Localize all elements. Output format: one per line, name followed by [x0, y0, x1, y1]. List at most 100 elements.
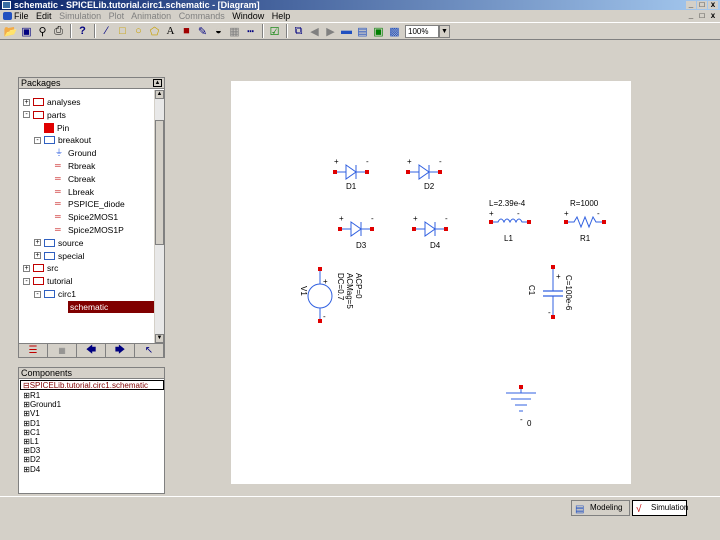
fill-color-icon[interactable]: ■ — [183, 25, 190, 37]
home-arrow-icon[interactable]: ↖ — [135, 344, 164, 357]
fit-icon[interactable]: ▬ — [341, 25, 352, 37]
tree-item[interactable]: -tutorial — [23, 275, 73, 287]
menu-animation[interactable]: Animation — [131, 11, 172, 21]
tree-item[interactable]: +source — [34, 237, 84, 249]
help-icon[interactable]: ? — [79, 25, 86, 37]
print-icon[interactable]: ⎙ — [54, 24, 63, 37]
expand-icon[interactable]: + — [34, 239, 41, 247]
diode-d4[interactable]: + - D4 — [411, 214, 449, 250]
tree-item[interactable]: -breakout — [34, 134, 91, 146]
tree-item[interactable]: ⏚Ground — [45, 147, 96, 159]
tree-view-icon[interactable]: ☰ — [19, 344, 48, 357]
tree-item[interactable]: ═PSPICE_diode — [45, 198, 125, 210]
svg-text:D3: D3 — [356, 241, 367, 250]
open-icon[interactable]: 📂 — [3, 25, 18, 38]
collapse-icon[interactable]: - — [34, 290, 41, 298]
close-button[interactable]: x — [708, 1, 718, 9]
doc-close-button[interactable]: x — [708, 12, 718, 20]
polygon-icon[interactable]: ⬠ — [149, 25, 160, 38]
component-item[interactable]: ⊞D1 — [21, 418, 41, 428]
tree-item[interactable]: +analyses — [23, 96, 81, 108]
component-item[interactable]: ⊞V1 — [21, 409, 40, 419]
doc-minimize-button[interactable]: _ — [686, 12, 696, 20]
expand-icon[interactable]: + — [23, 264, 30, 272]
info-icon[interactable]: ▣ — [373, 25, 384, 38]
grid-icon[interactable]: ▦ — [229, 25, 240, 38]
panel-icon[interactable]: ▩ — [389, 25, 400, 38]
text-icon[interactable]: A — [166, 25, 175, 37]
menu-help[interactable]: Help — [271, 11, 291, 21]
check-icon[interactable]: ☑ — [269, 25, 280, 38]
simulation-tab[interactable]: √ Simulation — [632, 500, 688, 516]
copy-icon[interactable]: ⧉ — [294, 24, 303, 37]
zoom-select[interactable]: 100% — [405, 24, 439, 38]
find-icon[interactable]: ⚲ — [38, 25, 47, 38]
capacitor-c1[interactable]: + - C1 C=100e-6 — [527, 265, 573, 319]
expand-icon[interactable]: + — [34, 252, 41, 260]
scroll-thumb[interactable] — [155, 120, 164, 245]
tree-item[interactable]: ═Spice2MOS1P — [45, 224, 124, 236]
modeling-tab[interactable]: ▤ Modeling — [571, 500, 630, 516]
line-color-icon[interactable]: ✎ — [197, 25, 208, 38]
expand-icon[interactable]: + — [23, 98, 30, 106]
save-icon[interactable]: ▣ — [21, 25, 32, 38]
scroll-up-icon[interactable]: ▲ — [155, 90, 164, 99]
document-icon[interactable] — [3, 12, 12, 20]
svg-text:+: + — [334, 157, 339, 166]
scroll-down-icon[interactable]: ▼ — [155, 334, 164, 343]
inductor-l1[interactable]: L=2.39e-4 + - L1 — [489, 199, 531, 243]
diagram-canvas[interactable]: + - D1 + - D2 + - D3 + - D4 L=2.39e-4 + — [231, 81, 631, 484]
component-item[interactable]: ⊞D2 — [21, 455, 41, 465]
collapse-icon[interactable]: - — [34, 136, 41, 144]
forward-icon[interactable]: ▶ — [326, 25, 335, 38]
zoom-dropdown-icon[interactable]: ▼ — [439, 24, 450, 38]
collapse-icon[interactable]: - — [23, 111, 30, 119]
diode-d1[interactable]: + - D1 — [332, 157, 370, 191]
packages-scrollbar[interactable]: ▲ ▼ — [154, 90, 164, 343]
menu-edit[interactable]: Edit — [36, 11, 52, 21]
resistor-r1[interactable]: R=1000 + - R1 — [564, 199, 606, 243]
ellipse-icon[interactable]: ○ — [135, 25, 142, 37]
tree-item[interactable]: +special — [34, 250, 84, 262]
folder-icon — [33, 264, 44, 273]
bucket-icon[interactable]: ◒ — [215, 25, 222, 37]
line-icon[interactable]: ∕ — [105, 25, 108, 37]
tree-item[interactable]: ═Lbreak — [45, 186, 94, 198]
tree-item[interactable]: -parts — [23, 109, 66, 121]
tree-item[interactable]: ═Rbreak — [45, 160, 95, 172]
tree-item[interactable]: schematic — [45, 300, 155, 313]
collapse-icon[interactable]: - — [23, 277, 30, 285]
back-icon[interactable]: ◀ — [310, 25, 319, 38]
packages-up-icon[interactable]: ▲ — [153, 79, 162, 87]
minimize-button[interactable]: _ — [686, 1, 696, 9]
grid-view-icon[interactable]: ▦ — [48, 344, 77, 357]
component-item[interactable]: ⊞D4 — [21, 464, 41, 474]
component-item[interactable]: ⊞C1 — [21, 427, 41, 437]
menu-simulation[interactable]: Simulation — [59, 11, 102, 21]
label-icon[interactable]: ┅ — [247, 25, 254, 38]
tree-item[interactable]: +src — [23, 262, 58, 274]
voltage-source-v1[interactable]: + - V1 DC=0.7 ACMag=5 ACP=0 — [299, 267, 363, 323]
layers-icon[interactable]: ▤ — [357, 25, 368, 38]
component-item[interactable]: ⊞Ground1 — [21, 400, 62, 410]
tree-item[interactable]: ═Cbreak — [45, 173, 95, 185]
diode-d3[interactable]: + - D3 — [337, 214, 375, 250]
menu-commands[interactable]: Commands — [178, 11, 225, 21]
menu-file[interactable]: File — [14, 11, 29, 21]
tree-item[interactable]: -circ1 — [34, 288, 76, 300]
component-item[interactable]: ⊞D3 — [21, 446, 41, 456]
tree-item[interactable]: Pin — [34, 122, 69, 134]
maximize-button[interactable]: □ — [697, 1, 707, 9]
tree-item[interactable]: ═Spice2MOS1 — [45, 211, 118, 223]
components-root[interactable]: ⊟SPICELib.tutorial.circ1.schematic — [20, 380, 164, 390]
forward-arrow-icon[interactable]: 🡆 — [106, 344, 135, 357]
back-arrow-icon[interactable]: 🡄 — [77, 344, 106, 357]
menu-window[interactable]: Window — [232, 11, 265, 21]
component-item[interactable]: ⊞R1 — [21, 391, 41, 400]
diode-d2[interactable]: + - D2 — [405, 157, 443, 191]
doc-maximize-button[interactable]: □ — [697, 12, 707, 20]
menu-plot[interactable]: Plot — [108, 11, 125, 21]
ground-symbol[interactable]: - 0 — [506, 385, 536, 428]
rect-icon[interactable]: □ — [119, 25, 126, 37]
component-item[interactable]: ⊞L1 — [21, 436, 39, 446]
